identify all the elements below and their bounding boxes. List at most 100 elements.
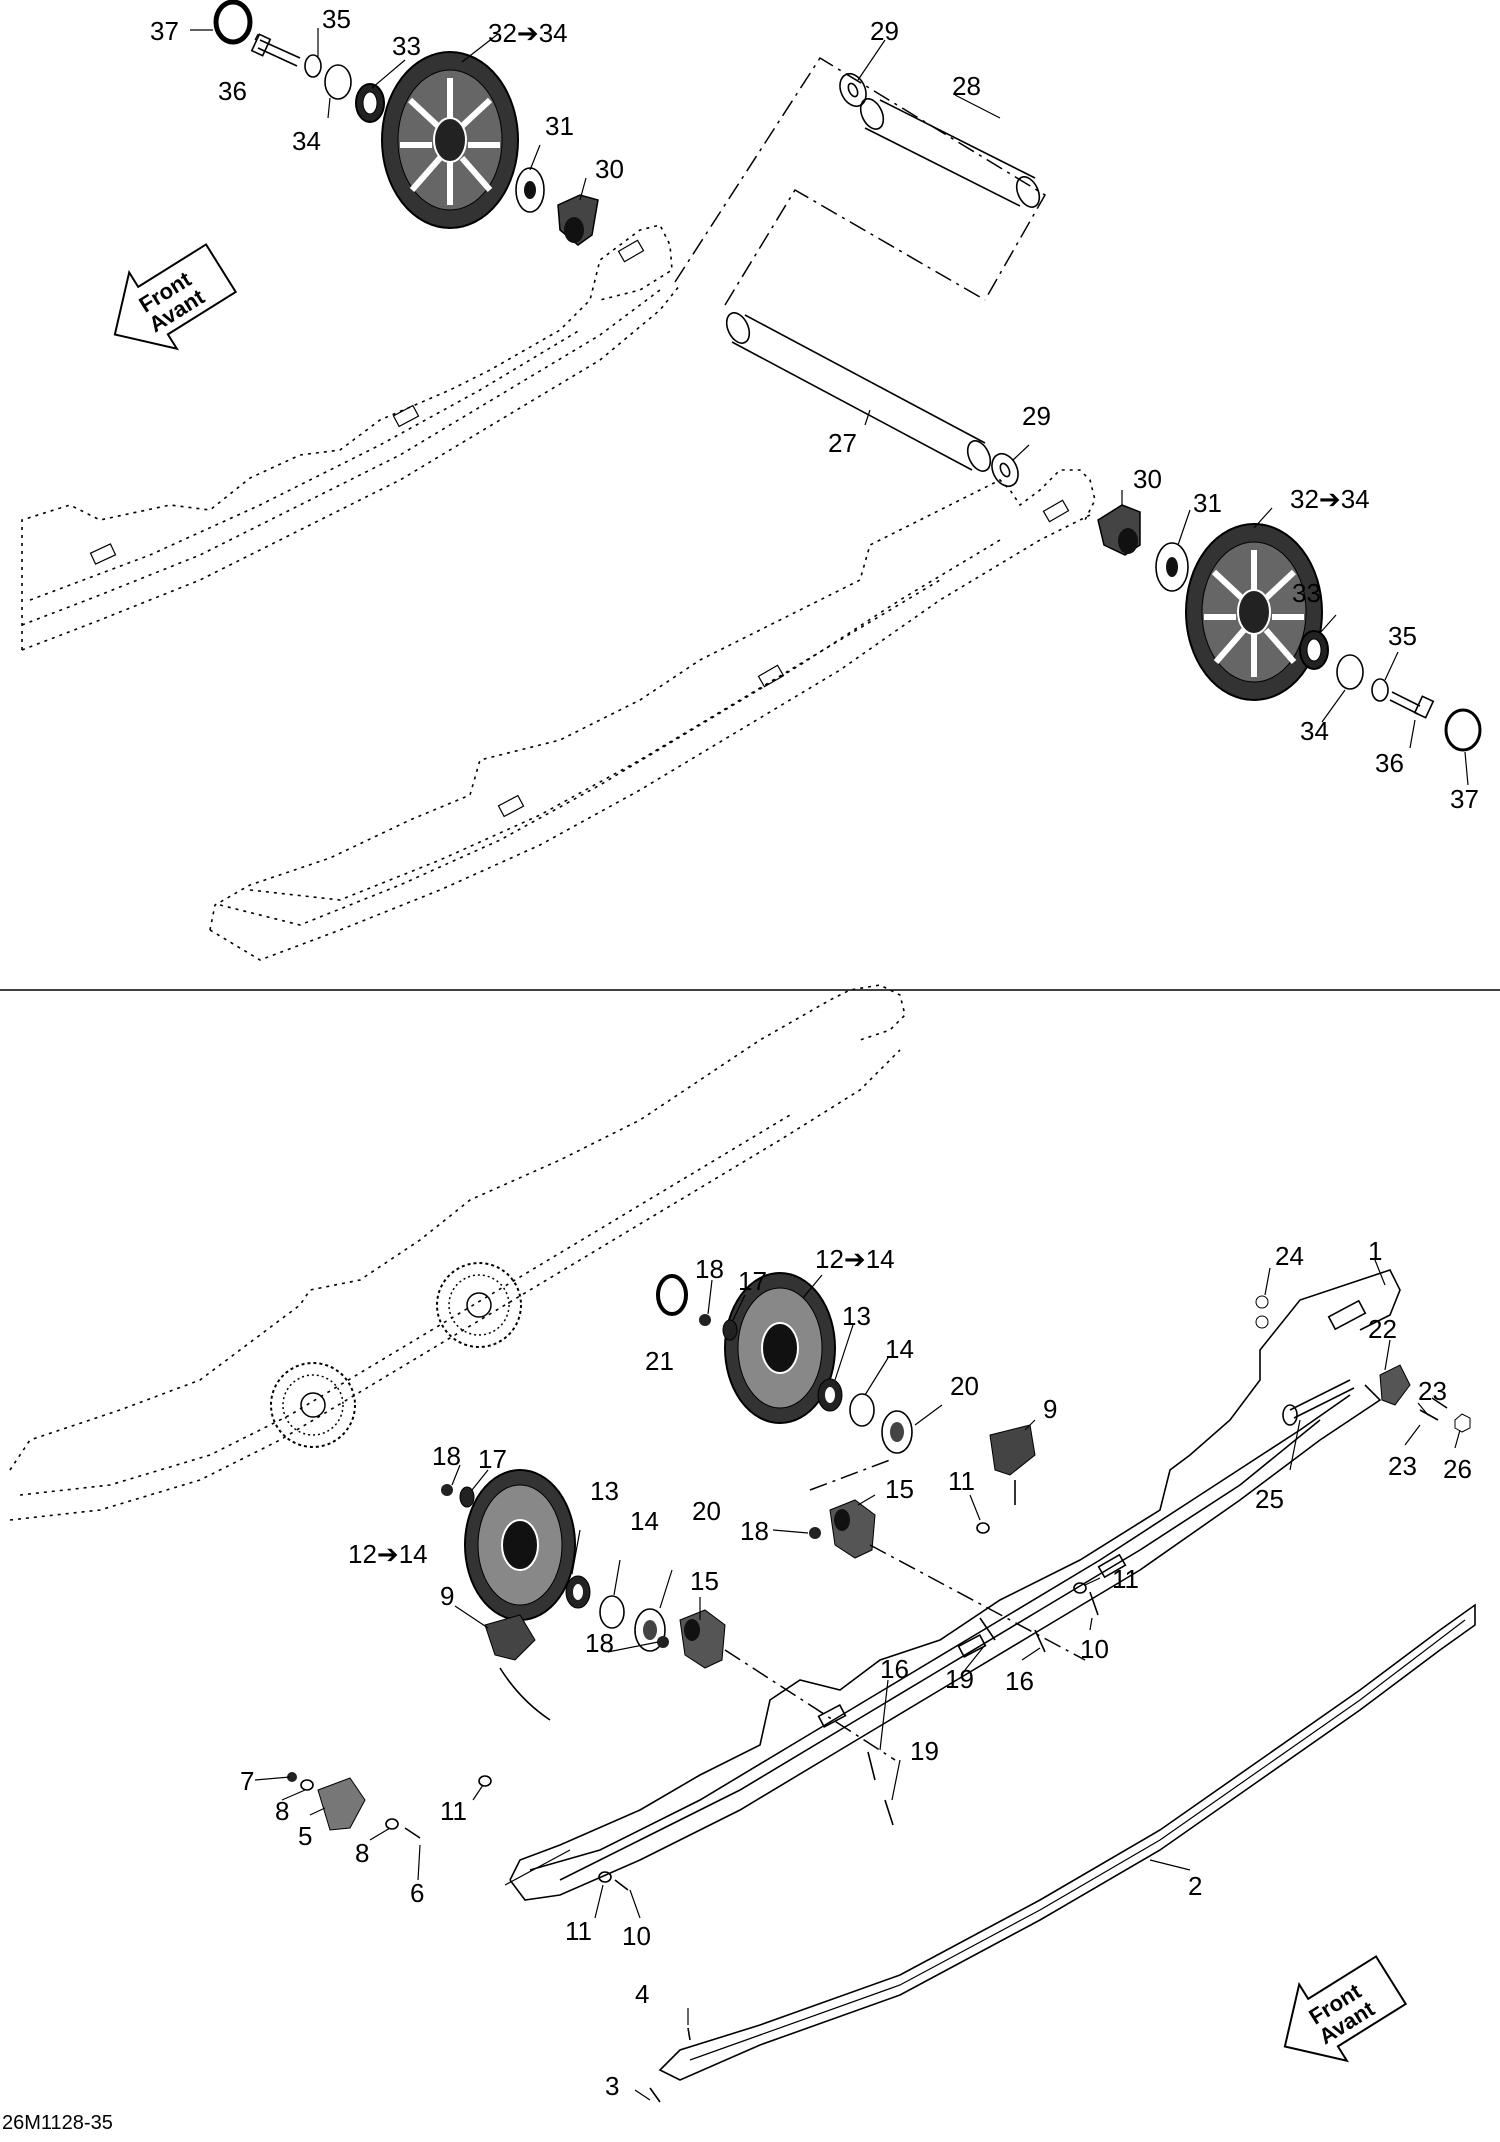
bearing-13-a [817, 1378, 843, 1412]
hub-30-upper [557, 194, 599, 246]
wheel-32-lower [1185, 523, 1323, 701]
washer-35-lower [1371, 678, 1389, 702]
callout: 15 [690, 1566, 719, 1596]
wheel-32-upper [381, 51, 519, 229]
bearing-33-lower [1299, 630, 1329, 670]
bolt-36-upper [250, 33, 301, 67]
callout: 32➔34 [488, 18, 568, 48]
wheel-12-upper [724, 1272, 836, 1424]
nuts-24 [1255, 1295, 1269, 1329]
rail-right-top [209, 469, 1096, 961]
washer-17-b [459, 1486, 475, 1508]
callout: 7 [240, 1766, 254, 1796]
top-assembly [21, 0, 1482, 961]
callout: 19 [945, 1664, 974, 1694]
callout: 35 [1388, 621, 1417, 651]
callout: 36 [1375, 748, 1404, 778]
callout: 5 [298, 1821, 312, 1851]
callout: 1 [1368, 1236, 1382, 1266]
phantom-line-bottom [724, 1459, 1086, 1761]
callout: 18 [432, 1441, 461, 1471]
callout: 29 [1022, 401, 1051, 431]
ring-34-lower [1336, 654, 1364, 690]
callout: 14 [885, 1334, 914, 1364]
callout: 21 [645, 1346, 674, 1376]
spacer-29-top [839, 72, 867, 108]
callout: 11 [1112, 1564, 1139, 1594]
front-arrow-icon [113, 243, 238, 351]
callout: 31 [1193, 488, 1222, 518]
washer-31-upper [515, 167, 545, 213]
rail-1 [504, 1269, 1401, 1901]
callout: 12➔14 [815, 1244, 895, 1274]
nut-18-d [657, 1636, 669, 1648]
wear-strip-5 [317, 1777, 366, 1831]
washer-31-lower [1155, 542, 1189, 592]
seal-21 [656, 1274, 688, 1316]
callout: 11 [440, 1796, 467, 1826]
callout: 9 [1043, 1394, 1057, 1424]
callout: 15 [885, 1474, 914, 1504]
callout: 4 [635, 1979, 649, 2009]
callout: 37 [150, 16, 179, 46]
seal-37-upper [213, 0, 253, 45]
callout: 13 [590, 1476, 619, 1506]
bottom-assembly [9, 984, 1476, 2103]
axle-15-b [679, 1609, 726, 1669]
front-arrow-top: Front Avant [113, 243, 238, 351]
washer-20-b [634, 1608, 666, 1652]
axle-27 [725, 312, 992, 472]
leaders-bottom [254, 1259, 1461, 2101]
callout: 37 [1450, 784, 1479, 814]
wheel-12-lower [464, 1469, 576, 1621]
axle-28 [859, 98, 1041, 208]
small-hardware [287, 1397, 1448, 2103]
callout: 33 [1292, 578, 1321, 608]
washer-20-a [881, 1410, 913, 1454]
front-arrow-bottom: Front Avant [1283, 1955, 1408, 2063]
axle-15-a [829, 1499, 876, 1559]
seal-37-lower [1444, 708, 1482, 752]
callout: 34 [292, 126, 321, 156]
slider-2 [658, 1603, 1476, 2081]
callout: 8 [355, 1838, 369, 1868]
spacer-29-lower [991, 452, 1019, 488]
rail-phantom-bottom [9, 984, 906, 1521]
callout: 29 [870, 16, 899, 46]
callout: 16 [1005, 1666, 1034, 1696]
bearing-13-b [565, 1575, 591, 1609]
callout: 27 [828, 428, 857, 458]
callout: 25 [1255, 1484, 1284, 1514]
nut-18-a [699, 1314, 711, 1326]
hub-30-lower [1097, 504, 1141, 556]
washer-17-a [722, 1319, 738, 1341]
callout: 23 [1418, 1376, 1447, 1406]
nut-26 [1454, 1413, 1471, 1433]
callout: 13 [842, 1301, 871, 1331]
stopper-9-b [484, 1614, 536, 1661]
callout: 12➔14 [348, 1539, 428, 1569]
stopper-9-a [989, 1424, 1036, 1476]
callout: 19 [910, 1736, 939, 1766]
bearing-33-upper [355, 83, 385, 123]
rail-left-top [21, 224, 681, 651]
washer-35-upper [304, 54, 322, 78]
callout: 24 [1275, 1241, 1304, 1271]
callout: 26 [1443, 1454, 1472, 1484]
callout: 18 [740, 1516, 769, 1546]
callout: 30 [1133, 464, 1162, 494]
callout: 34 [1300, 716, 1329, 746]
nut-18-b [441, 1484, 453, 1496]
callout: 36 [218, 76, 247, 106]
callout: 17 [738, 1266, 767, 1296]
callout: 3 [605, 2071, 619, 2101]
callout: 10 [1080, 1634, 1109, 1664]
callout: 10 [622, 1921, 651, 1951]
callout: 33 [392, 31, 421, 61]
arrow-to-rail-9 [499, 1667, 551, 1721]
callout: 20 [692, 1496, 721, 1526]
phantom-line-top-a [674, 56, 1047, 301]
ring-14-b [599, 1595, 625, 1629]
phantom-line-top-b [724, 188, 986, 306]
